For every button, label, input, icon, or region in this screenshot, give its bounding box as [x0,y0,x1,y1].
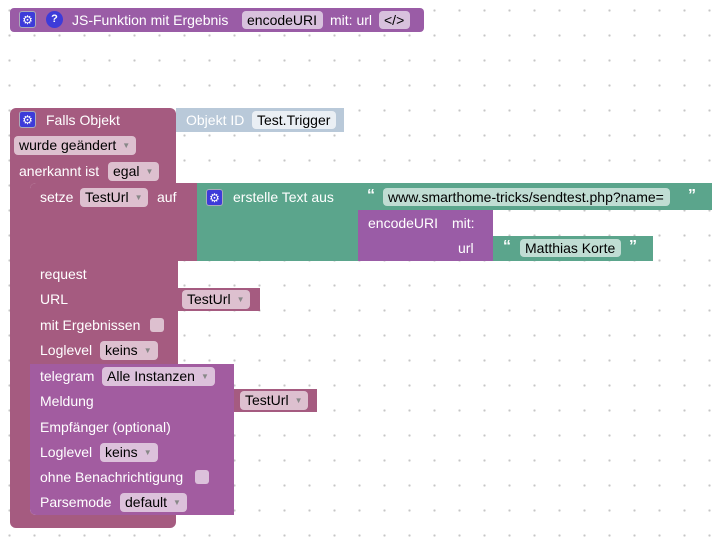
condition-dropdown[interactable]: wurde geändert ▼ [14,136,137,155]
request-loglevel-dropdown[interactable]: keins ▼ [100,341,158,360]
text-field[interactable]: www.smarthome-tricks/sendtest.php?name= [383,188,670,206]
message-label: Meldung [40,393,94,409]
set-variable-dropdown[interactable]: TestUrl ▼ [80,188,149,207]
code-button[interactable]: </> [379,11,411,29]
telegram-loglevel-value: keins [105,444,138,460]
dropdown-arrow-icon: ▼ [145,167,154,176]
telegram-label: telegram [40,368,95,384]
function-name-field[interactable]: encodeURI [242,11,324,29]
silent-label: ohne Benachrichtigung [40,469,184,485]
gear-icon[interactable]: ⚙ [206,189,223,206]
telegram-block[interactable] [30,364,234,515]
set-variable-value: TestUrl [85,189,129,205]
object-id-field[interactable]: Test.Trigger [252,111,337,129]
encode-uri-block[interactable] [358,210,493,261]
trigger-label: Falls Objekt [46,112,120,128]
function-params: mit: url [330,12,372,28]
text-join-label: erstelle Text aus [233,189,334,205]
message-variable-dropdown[interactable]: TestUrl ▼ [240,391,309,410]
close-quote-icon: ” [629,238,637,255]
gear-icon[interactable]: ⚙ [19,111,36,128]
instance-dropdown[interactable]: Alle Instanzen ▼ [102,367,215,386]
dropdown-arrow-icon: ▼ [173,498,181,507]
dropdown-arrow-icon: ▼ [294,396,303,405]
url-variable-dropdown[interactable]: TestUrl ▼ [182,290,251,309]
function-label: JS-Funktion mit Ergebnis [72,12,229,28]
open-quote-icon: “ [503,238,511,255]
parsemode-dropdown[interactable]: default ▼ [120,493,187,512]
gear-icon[interactable]: ⚙ [19,11,36,28]
open-quote-icon: “ [367,187,375,204]
object-id-label: Objekt ID [186,112,245,128]
dropdown-arrow-icon: ▼ [134,193,143,202]
ack-dropdown[interactable]: egal ▼ [108,162,160,181]
results-label: mit Ergebnissen [40,317,141,333]
request-loglevel-value: keins [105,342,138,358]
help-icon[interactable]: ? [46,11,63,28]
text-join-block[interactable] [197,183,359,261]
dropdown-arrow-icon: ▼ [122,141,131,150]
recipient-label: Empfänger (optional) [40,419,171,435]
js-function-block[interactable] [10,8,424,32]
request-loglevel-label: Loglevel [40,342,93,358]
parsemode-value: default [125,494,168,510]
parsemode-label: Parsemode [40,494,112,510]
encode-mit-label: mit: [452,215,475,231]
ack-label: anerkannt ist [19,163,100,179]
url-variable-value: TestUrl [187,291,231,307]
dropdown-arrow-icon: ▼ [200,372,209,381]
silent-checkbox[interactable] [195,470,209,484]
instance-value: Alle Instanzen [107,368,195,384]
url-label: URL [40,291,69,307]
encode-label: encodeURI [368,215,439,231]
dropdown-arrow-icon: ▼ [143,448,152,457]
text-field[interactable]: Matthias Korte [520,239,622,257]
condition-value: wurde geändert [19,137,117,153]
ack-value: egal [113,163,140,179]
request-label: request [40,266,87,282]
encode-param-label: url [458,240,474,256]
telegram-loglevel-dropdown[interactable]: keins ▼ [100,443,158,462]
set-label: setze [40,189,74,205]
dropdown-arrow-icon: ▼ [143,346,152,355]
message-variable-value: TestUrl [245,392,289,408]
dropdown-arrow-icon: ▼ [236,295,245,304]
close-quote-icon: ” [688,187,696,204]
results-checkbox[interactable] [150,318,164,332]
telegram-loglevel-label: Loglevel [40,444,93,460]
to-label: auf [157,189,177,205]
